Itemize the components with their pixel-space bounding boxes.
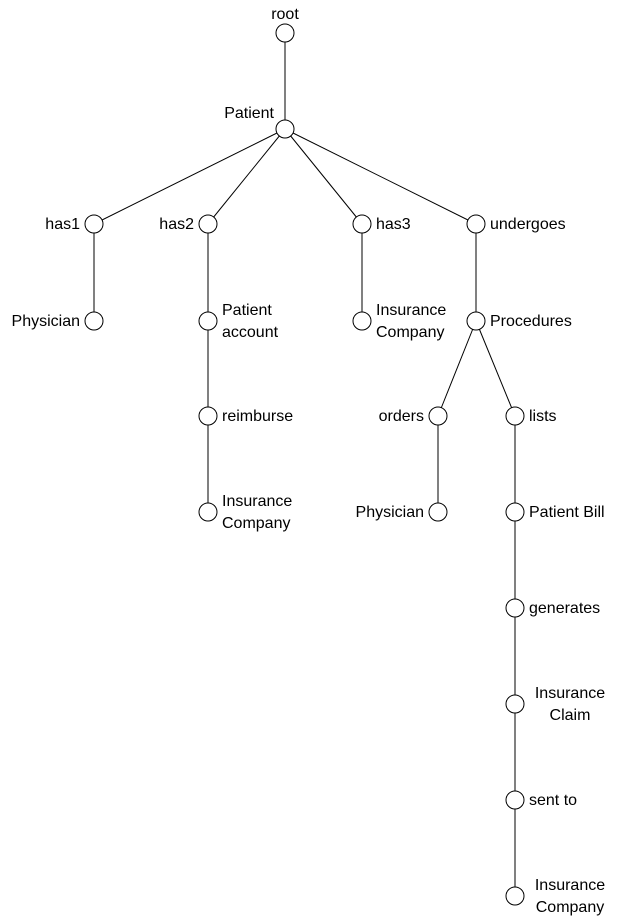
node-label-insurance_company_2-line-1: Company	[222, 515, 290, 532]
node-label-insurance_company_3-line-0: Insurance	[535, 877, 605, 894]
node-label-has3-line-0: has3	[376, 216, 411, 233]
node-orders: orders	[379, 406, 448, 426]
edge-patient-to-has2	[207, 128, 286, 225]
node-label-lists-line-0: lists	[529, 408, 557, 425]
node-label-sent_to-line-0: sent to	[529, 792, 577, 809]
edge-procedures-to-lists	[475, 320, 516, 417]
node-label-patient_bill-line-0: Patient Bill	[529, 504, 605, 521]
edge-procedures-to-orders	[437, 320, 477, 417]
node-label-insurance_claim-line-0: Insurance	[535, 685, 605, 702]
node-circle-procedures	[466, 311, 486, 331]
node-label-insurance_claim-line-1: Claim	[550, 707, 591, 724]
edge-patient-to-undergoes	[284, 128, 477, 225]
node-circle-orders	[428, 406, 448, 426]
node-label-insurance_company_1-line-1: Company	[376, 324, 444, 341]
node-circle-generates	[505, 598, 525, 618]
node-circle-physician_2	[428, 502, 448, 522]
node-circle-reimburse	[198, 406, 218, 426]
node-label-insurance_company_2-line-0: Insurance	[222, 493, 292, 510]
node-patient: Patient	[224, 105, 295, 139]
edge-patient-to-has1	[93, 128, 286, 225]
node-label-patient_account-line-1: account	[222, 324, 279, 341]
node-circle-has3	[352, 214, 372, 234]
node-label-physician_1-line-0: Physician	[12, 313, 80, 330]
node-label-patient_account-line-0: Patient	[222, 302, 272, 319]
node-circle-insurance_claim	[505, 694, 525, 714]
node-circle-undergoes	[466, 214, 486, 234]
node-label-generates-line-0: generates	[529, 600, 600, 617]
node-undergoes: undergoes	[466, 214, 566, 234]
node-circle-sent_to	[505, 790, 525, 810]
node-patient_bill: Patient Bill	[505, 502, 605, 522]
node-has3: has3	[352, 214, 411, 234]
node-label-insurance_company_3-line-1: Company	[536, 899, 604, 916]
node-circle-patient_bill	[505, 502, 525, 522]
node-lists: lists	[505, 406, 557, 426]
node-circle-patient	[275, 119, 295, 139]
node-label-physician_2-line-0: Physician	[356, 504, 424, 521]
node-label-reimburse-line-0: reimburse	[222, 408, 293, 425]
node-circle-insurance_company_2	[198, 502, 218, 522]
node-procedures: Procedures	[466, 311, 572, 331]
node-physician_2: Physician	[356, 502, 448, 522]
edges-layer	[93, 33, 516, 896]
node-circle-has1	[84, 214, 104, 234]
node-circle-lists	[505, 406, 525, 426]
node-has2: has2	[159, 214, 218, 234]
node-label-patient-line-0: Patient	[224, 105, 274, 122]
node-circle-patient_account	[198, 311, 218, 331]
node-label-undergoes-line-0: undergoes	[490, 216, 566, 233]
node-sent_to: sent to	[505, 790, 577, 810]
node-label-insurance_company_1-line-0: Insurance	[376, 302, 446, 319]
node-circle-root	[275, 23, 295, 43]
edge-patient-to-has3	[284, 128, 363, 225]
node-label-has1-line-0: has1	[45, 216, 80, 233]
node-reimburse: reimburse	[198, 406, 293, 426]
node-has1: has1	[45, 214, 104, 234]
node-label-root-line-0: root	[271, 6, 299, 23]
node-label-orders-line-0: orders	[379, 408, 424, 425]
node-label-procedures-line-0: Procedures	[490, 313, 572, 330]
node-root: root	[271, 6, 299, 43]
node-label-has2-line-0: has2	[159, 216, 194, 233]
node-circle-insurance_company_3	[505, 886, 525, 906]
node-physician_1: Physician	[12, 311, 104, 331]
node-circle-has2	[198, 214, 218, 234]
node-circle-insurance_company_1	[352, 311, 372, 331]
node-generates: generates	[505, 598, 600, 618]
node-patient_account: Patient account	[198, 302, 279, 341]
node-circle-physician_1	[84, 311, 104, 331]
